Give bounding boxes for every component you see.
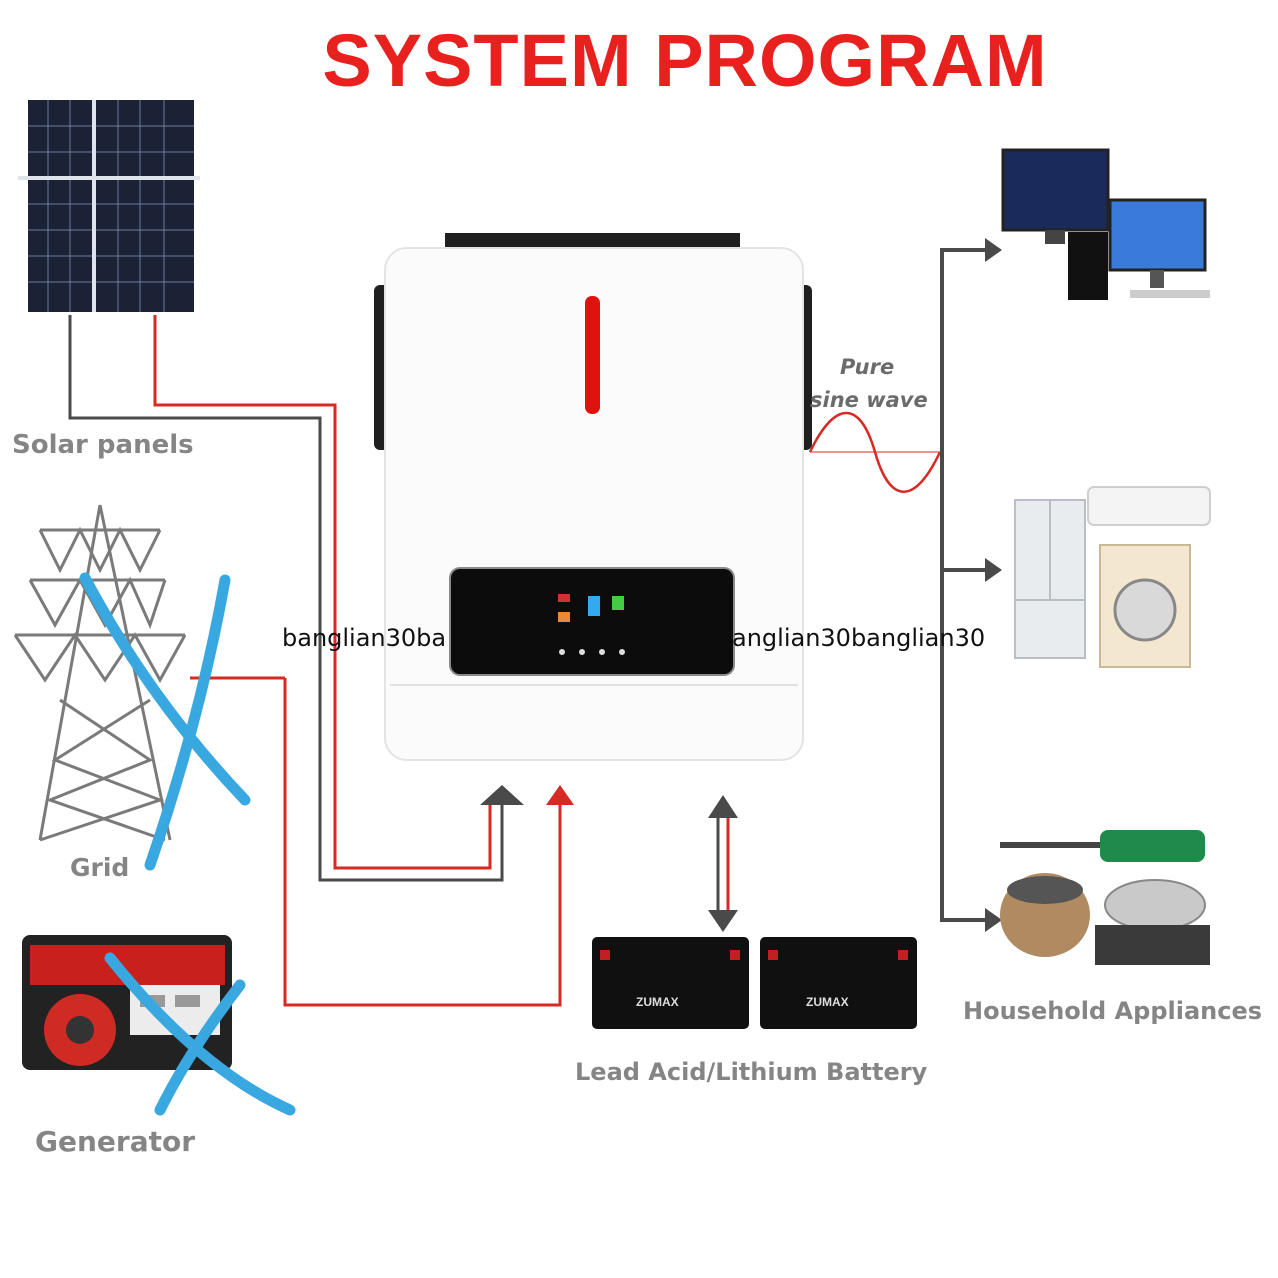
battery-label: Lead Acid/Lithium Battery [575,1058,928,1086]
sine-wave-label: sine wave [810,388,928,412]
watermark-right: anglian30banglian30 [732,624,986,652]
battery-brand-2: ZUMAX [806,995,849,1009]
inverter-icon [374,233,812,761]
battery-double-arrow [708,795,738,932]
arrow-up-gray [480,785,524,805]
battery-icons [592,937,917,1029]
solar-panels-label: Solar panels [12,430,194,460]
battery-brand-1: ZUMAX [636,995,679,1009]
diagram-title: SYSTEM PROGRAM [322,19,1048,102]
watermark-left: banglian30ba [282,624,447,652]
grid-label: Grid [70,853,130,882]
fridge-washer-ac-icon [1014,486,1211,668]
pure-label: Pure [840,355,895,379]
arrow-right-3 [985,908,1002,932]
output-wires [940,248,990,922]
generator-label: Generator [35,1125,196,1158]
arrow-right-1 [985,238,1002,262]
tv-monitor-icon [1001,148,1210,300]
appliances-label: Household Appliances [963,997,1263,1025]
arrow-up-red [546,785,574,805]
blue-cross-marks [79,572,296,1116]
gray-wires [68,315,504,882]
grid-tower-icon [13,504,187,842]
arrow-right-2 [985,558,1002,582]
solar-panel-icon [18,100,200,312]
drill-cooker-icon [1000,830,1210,965]
